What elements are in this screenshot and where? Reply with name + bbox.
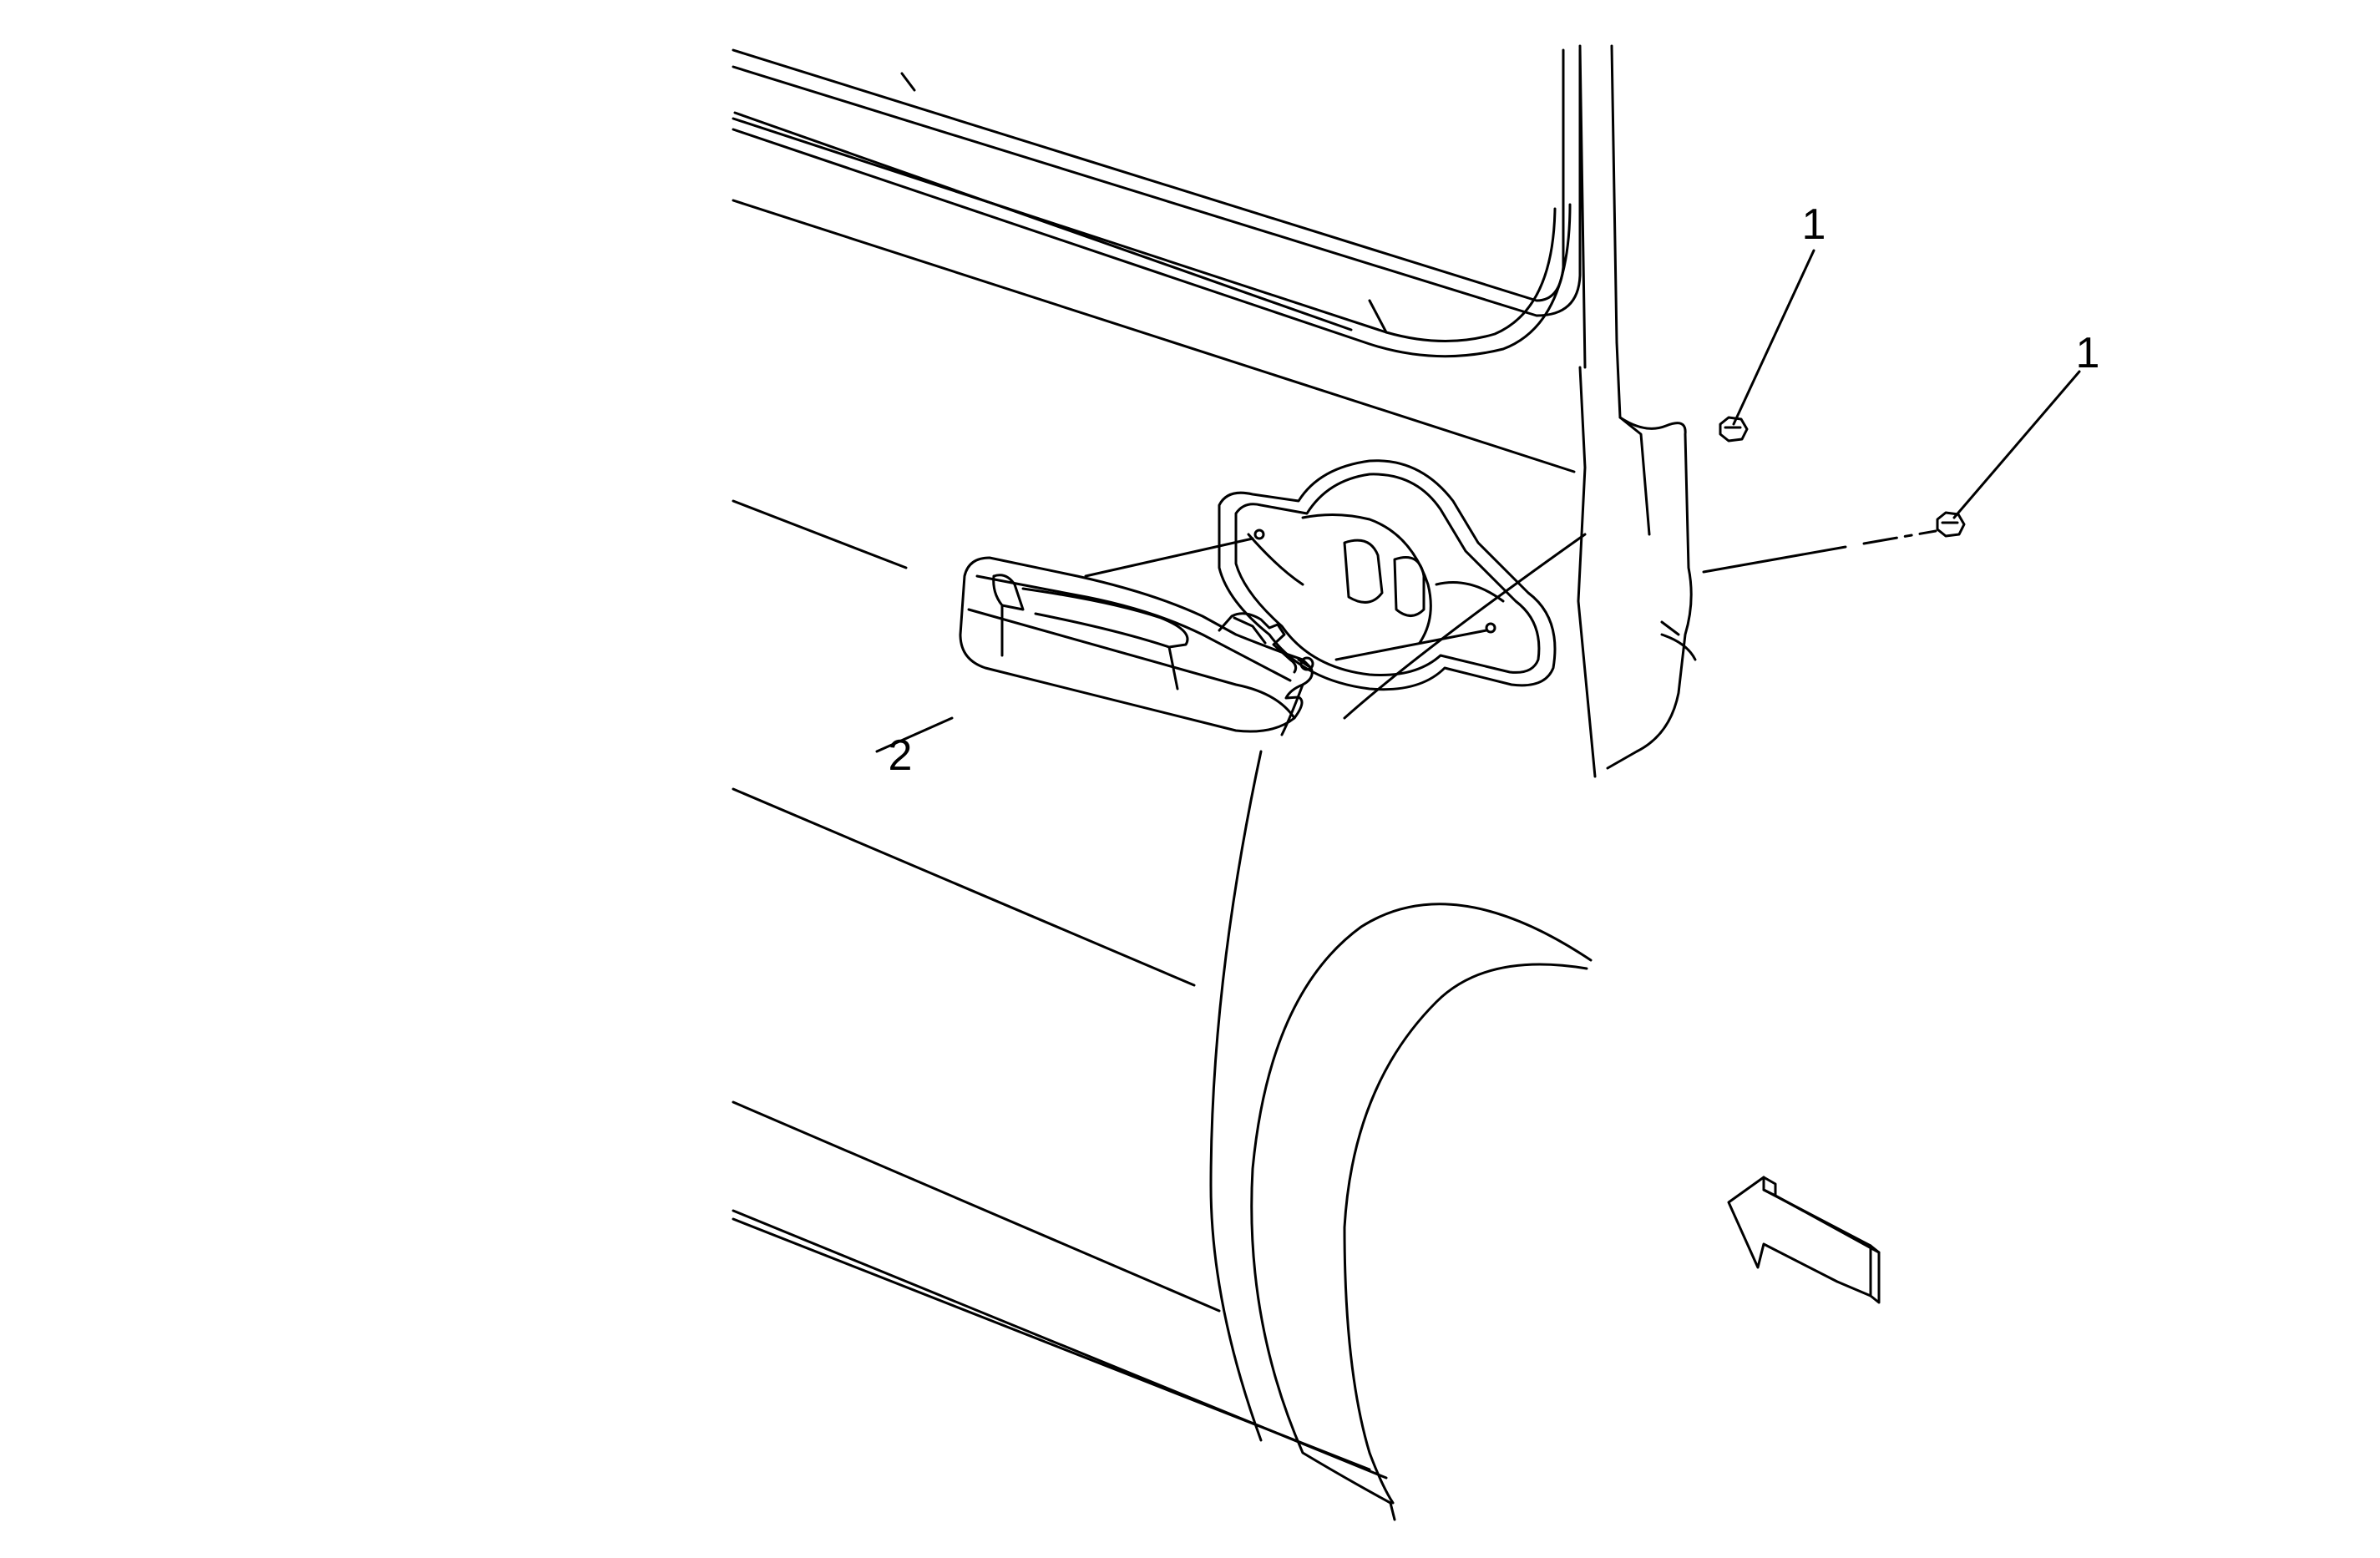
leader-lines xyxy=(875,249,2081,753)
door-panel-lines xyxy=(732,199,1587,1480)
callout-fastener-lower: 1 xyxy=(2076,329,2100,377)
handle-bezel xyxy=(1218,459,1557,691)
view-direction-arrow-icon xyxy=(1727,1176,1881,1304)
nut-icon xyxy=(1936,511,1966,538)
door-handle xyxy=(959,556,1314,736)
callout-fastener-upper: 1 xyxy=(1802,200,1826,249)
callout-handle: 2 xyxy=(889,731,913,780)
window-frame xyxy=(732,48,1582,358)
wheel-arch xyxy=(1250,903,1593,1521)
door-rear-edge xyxy=(1577,44,1697,778)
nut-icon xyxy=(1719,416,1749,443)
